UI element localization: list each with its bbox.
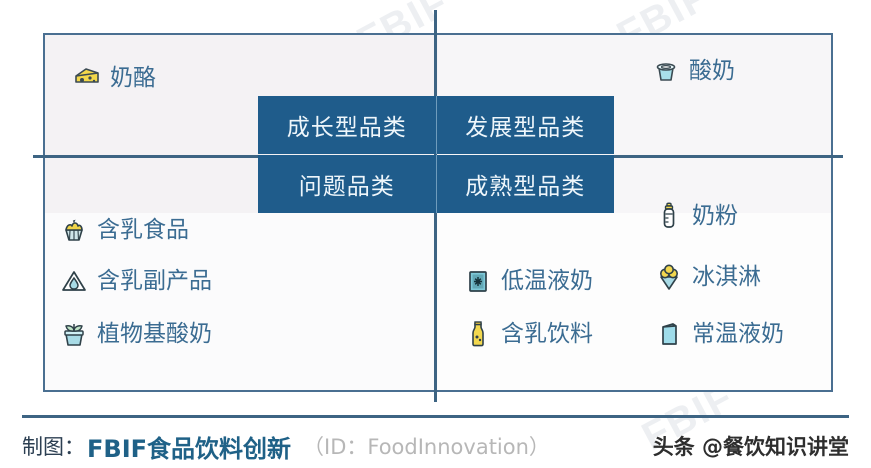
item-label: 含乳副产品 <box>97 267 212 294</box>
quadrant-label-question: 问题品类 <box>258 155 437 213</box>
chilled-carton-icon <box>464 267 492 295</box>
item-ice-cream: 冰淇淋 <box>655 263 761 291</box>
item-plant-yogurt: 植物基酸奶 <box>60 320 212 348</box>
matrix-frame <box>43 33 833 392</box>
footer-publisher-handle: 头条 @餐饮知识讲堂 <box>652 435 849 459</box>
quadrant-label-row-bottom: 问题品类 成熟型品类 <box>258 155 614 213</box>
quadrant-label-row-top: 成长型品类 发展型品类 <box>258 96 614 154</box>
droplet-triangle-icon <box>60 267 88 295</box>
milk-carton-icon <box>655 320 683 348</box>
item-label: 低温液奶 <box>501 267 593 294</box>
item-label: 冰淇淋 <box>692 263 761 290</box>
item-label: 常温液奶 <box>692 320 784 347</box>
baby-bottle-icon <box>655 202 683 230</box>
plant-pot-icon <box>60 320 88 348</box>
item-milk-drink: 含乳饮料 <box>464 320 593 348</box>
item-label: 酸奶 <box>689 57 735 84</box>
footer-divider <box>22 415 849 418</box>
item-cheese: 奶酪 <box>73 64 156 92</box>
yogurt-cup-icon <box>652 57 680 85</box>
item-label: 奶酪 <box>110 64 156 91</box>
item-label: 奶粉 <box>692 202 738 229</box>
item-yogurt: 酸奶 <box>652 57 735 85</box>
item-milk-powder: 奶粉 <box>655 202 738 230</box>
quadrant-label-mature: 成熟型品类 <box>436 155 614 213</box>
quadrant-bottom-left <box>45 212 438 390</box>
quadrant-label-growth: 成长型品类 <box>258 96 437 154</box>
quadrant-bottom-right <box>438 212 831 390</box>
item-label: 含乳饮料 <box>501 320 593 347</box>
cheese-icon <box>73 64 101 92</box>
footer-account-id: （ID：FoodInnovation） <box>303 435 550 459</box>
item-label: 含乳食品 <box>97 216 189 243</box>
bottle-icon <box>464 320 492 348</box>
cupcake-icon <box>60 216 88 244</box>
footer-credit-prefix: 制图： <box>22 435 85 459</box>
quadrant-label-group: 成长型品类 发展型品类 问题品类 成熟型品类 <box>258 96 614 213</box>
item-chilled-milk: 低温液奶 <box>464 267 593 295</box>
footer: 制图： FBIF食品饮料创新 （ID：FoodInnovation） 头条 @餐… <box>22 428 849 464</box>
item-dairy-food: 含乳食品 <box>60 216 189 244</box>
item-ambient-milk: 常温液奶 <box>655 320 784 348</box>
item-dairy-byproduct: 含乳副产品 <box>60 267 212 295</box>
quadrant-label-develop: 发展型品类 <box>436 96 614 154</box>
footer-brand-name: FBIF食品饮料创新 <box>87 434 292 463</box>
item-label: 植物基酸奶 <box>97 320 212 347</box>
ice-cream-cone-icon <box>655 263 683 291</box>
